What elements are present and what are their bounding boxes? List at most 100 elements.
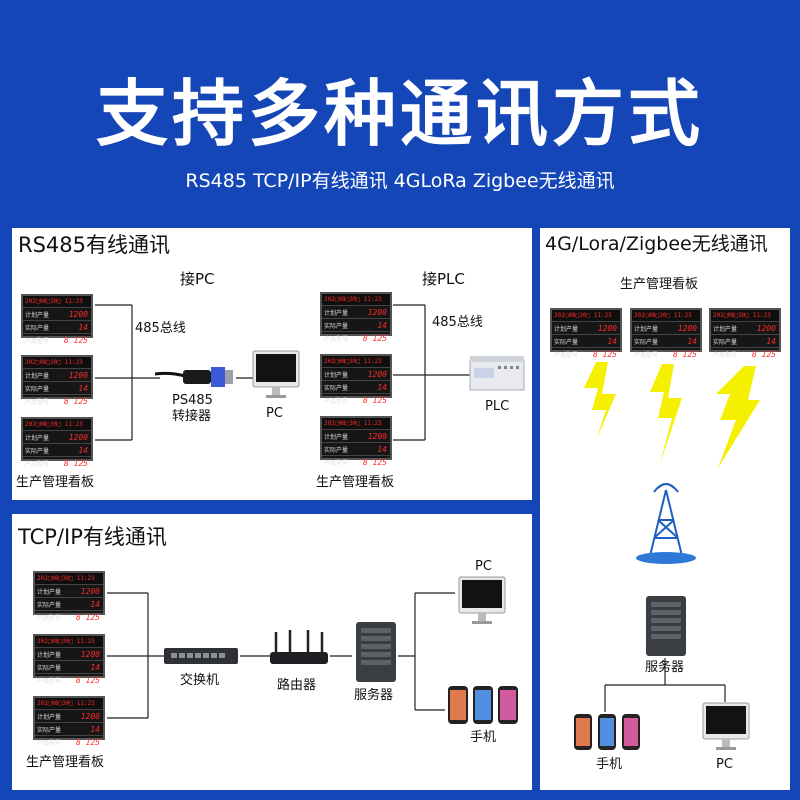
- board-row: 实际产量 14: [23, 321, 91, 334]
- board-row-value: 1200: [68, 309, 88, 319]
- board-row-label: 产品型号: [37, 614, 62, 622]
- mobile-phones-icon: [448, 686, 518, 724]
- wireless-boards-label: 生产管理看板: [620, 277, 699, 292]
- board-row-value: 14: [607, 336, 617, 346]
- router-icon: [270, 630, 328, 664]
- tcp-title: TCP/IP有线通讯: [18, 525, 167, 549]
- board-header: 202□08□30□ 11:23: [23, 296, 91, 308]
- page-title: 支持多种通讯方式: [95, 72, 704, 156]
- board-row-label: 产品型号: [25, 398, 50, 406]
- boards-label-right: 生产管理看板: [316, 475, 395, 490]
- converter-label-2: 转接器: [172, 409, 212, 424]
- board-row-value: 14: [78, 445, 88, 455]
- server-icon: [646, 596, 686, 656]
- board-row-value: 1200: [367, 431, 387, 441]
- board-row-label: 实际产量: [37, 664, 62, 672]
- board-row-label: 产品型号: [634, 351, 659, 359]
- board-row-label: 产品型号: [324, 335, 349, 343]
- board-row-value: 8 125: [672, 349, 697, 359]
- board-row-label: 计划产量: [37, 588, 62, 596]
- board-row-label: 实际产量: [713, 338, 738, 346]
- tcp-boards-label: 生产管理看板: [26, 755, 105, 770]
- board-header: 202□08□30□ 11:23: [632, 310, 700, 322]
- bus-label-left: 485总线: [135, 321, 186, 336]
- board-row-value: 1200: [597, 323, 617, 333]
- board-row-value: 14: [90, 724, 100, 734]
- router-label: 路由器: [277, 678, 317, 693]
- board-row-label: 实际产量: [324, 384, 349, 392]
- board-row-label: 计划产量: [37, 651, 62, 659]
- board-row-value: 8 125: [63, 458, 88, 468]
- lightning-icon: [650, 364, 682, 464]
- tcp-phone-label: 手机: [470, 730, 497, 745]
- board-row-value: 1200: [80, 586, 100, 596]
- board-row-value: 8 125: [75, 612, 100, 622]
- board-row-value: 14: [687, 336, 697, 346]
- rs485-title: RS485有线通讯: [18, 233, 171, 257]
- board-row-label: 实际产量: [37, 726, 62, 734]
- board-row-label: 计划产量: [25, 434, 50, 442]
- board-row: 实际产量 14: [322, 319, 390, 332]
- board-row-value: 8 125: [362, 333, 387, 343]
- rs485-to-pc-label: 接PC: [180, 270, 215, 288]
- board-row: 实际产量 14: [552, 335, 620, 348]
- board-row-label: 计划产量: [324, 309, 349, 317]
- board-row-value: 1200: [367, 369, 387, 379]
- switch-label: 交换机: [180, 673, 220, 688]
- lightning-icon: [584, 362, 616, 440]
- signal-tower-icon: [636, 483, 696, 564]
- board-header: 202□08□30□ 11:23: [322, 356, 390, 368]
- boards-label-left: 生产管理看板: [16, 475, 95, 490]
- board-row-value: 8 125: [751, 349, 776, 359]
- rs485-pc-label: PC: [266, 406, 283, 421]
- board-header: 202□08□30□ 11:23: [322, 418, 390, 430]
- board-row-value: 8 125: [592, 349, 617, 359]
- board-row-value: 14: [78, 383, 88, 393]
- board-row-value: 1200: [80, 711, 100, 721]
- board-row-label: 计划产量: [324, 433, 349, 441]
- bus-label-right: 485总线: [432, 315, 483, 330]
- board-header: 202□08□30□ 11:23: [711, 310, 779, 322]
- board-row-value: 14: [377, 320, 387, 330]
- board-row-label: 实际产量: [25, 324, 50, 332]
- wireless-phone-label: 手机: [596, 757, 623, 772]
- converter-label-1: PS485: [172, 393, 213, 408]
- board-row-label: 产品型号: [37, 677, 62, 685]
- board-row: 计划产量 1200: [35, 585, 103, 598]
- plc-label: PLC: [485, 399, 510, 414]
- board-row-value: 8 125: [63, 396, 88, 406]
- board-row-label: 实际产量: [25, 447, 50, 455]
- board-row-label: 计划产量: [713, 325, 738, 333]
- board-header: 202□08□30□ 11:23: [35, 573, 103, 585]
- board-row-label: 实际产量: [324, 322, 349, 330]
- rs485-converter-icon: [155, 367, 233, 387]
- mobile-phones-icon: [574, 714, 640, 750]
- board-row-value: 14: [78, 322, 88, 332]
- board-row-value: 1200: [68, 432, 88, 442]
- board-row-label: 实际产量: [554, 338, 579, 346]
- board-row: 实际产量 14: [35, 723, 103, 736]
- board-row: 产品型号 8 125: [632, 348, 700, 360]
